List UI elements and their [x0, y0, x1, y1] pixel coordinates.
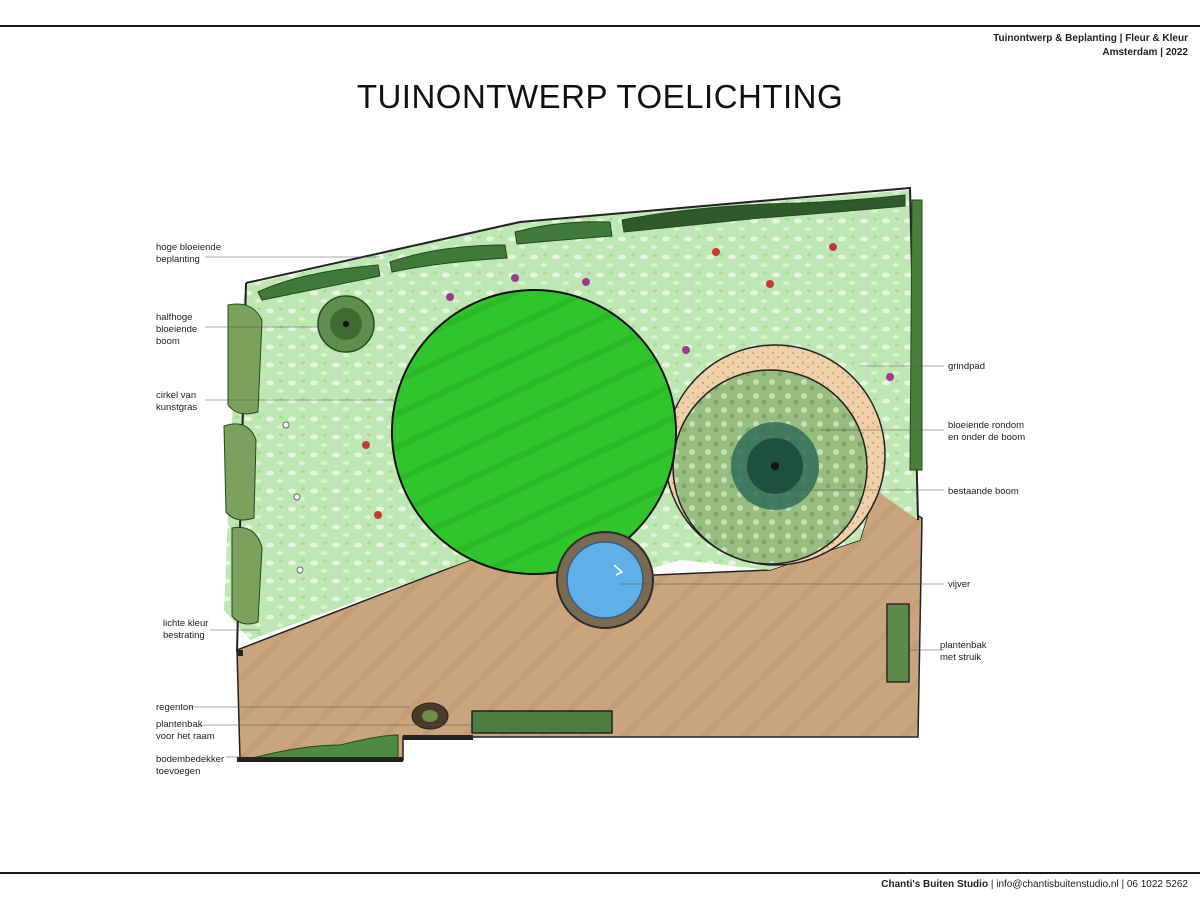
- label-gravel-path: grindpad: [948, 361, 985, 372]
- label-line: hoge bloeiende: [156, 242, 221, 253]
- label-line: bloeiende rondom: [948, 420, 1024, 431]
- label-line: bloeiende: [156, 324, 197, 335]
- label-line: cirkel van: [156, 390, 196, 401]
- header-info: Tuinontwerp & Beplanting | Fleur & Kleur…: [993, 32, 1188, 60]
- label-half-high-tree: halfhoge bloeiende boom: [156, 312, 200, 347]
- footer: Chanti's Buiten Studio | info@chantisbui…: [881, 879, 1188, 890]
- house-wall: [237, 757, 403, 762]
- label-line: en onder de boom: [948, 432, 1025, 443]
- house-wall-step: [403, 735, 473, 740]
- hedge-planting: [223, 194, 923, 625]
- ground-cover: [244, 734, 399, 761]
- window-planter: [471, 710, 613, 734]
- top-rule: [0, 25, 1200, 27]
- footer-contact: | info@chantisbuitenstudio.nl | 06 1022 …: [988, 879, 1188, 890]
- artificial-grass-circle: [391, 289, 677, 575]
- header-line-2: Amsterdam | 2022: [1102, 47, 1188, 58]
- half-high-tree: [317, 295, 375, 353]
- label-flowering-around-tree: bloeiende rondom en onder de boom: [948, 420, 1027, 443]
- existing-tree: [731, 422, 819, 510]
- planter-with-shrub: [886, 603, 910, 683]
- label-high-flowering-planting: hoge bloeiende beplanting: [156, 242, 224, 265]
- label-line: voor het raam: [156, 731, 215, 742]
- label-line: beplanting: [156, 254, 200, 265]
- pond: [556, 531, 654, 629]
- page-title: TUINONTWERP TOELICHTING: [356, 78, 844, 115]
- label-line: halfhoge: [156, 312, 192, 323]
- label-pond: vijver: [948, 579, 970, 590]
- label-line: grindpad: [948, 361, 985, 372]
- label-line: toevoegen: [156, 766, 200, 777]
- label-planter-shrub: plantenbak met struik: [940, 640, 989, 663]
- label-line: bodembedekker: [156, 754, 224, 765]
- label-line: regenton: [156, 702, 194, 713]
- leader-lines: [190, 256, 944, 758]
- label-light-paving: lichte kleur bestrating: [163, 618, 211, 641]
- label-line: bestrating: [163, 630, 205, 641]
- label-ground-cover: bodembedekker toevoegen: [156, 754, 227, 777]
- bottom-rule: [0, 872, 1200, 874]
- label-line: plantenbak: [940, 640, 987, 651]
- label-line: boom: [156, 336, 180, 347]
- label-window-planter: plantenbak voor het raam: [156, 719, 215, 742]
- label-line: kunstgras: [156, 402, 197, 413]
- label-line: lichte kleur: [163, 618, 208, 629]
- label-line: met struik: [940, 652, 981, 663]
- label-line: vijver: [948, 579, 970, 590]
- footer-studio: Chanti's Buiten Studio: [881, 879, 989, 890]
- label-rain-barrel: regenton: [156, 702, 194, 713]
- label-line: bestaande boom: [948, 486, 1019, 497]
- flower-dots: [282, 243, 894, 574]
- label-existing-tree: bestaande boom: [948, 486, 1019, 497]
- label-line: plantenbak: [156, 719, 203, 730]
- rain-barrel: [411, 702, 449, 730]
- header-line-1: Tuinontwerp & Beplanting | Fleur & Kleur: [993, 33, 1188, 44]
- corner-post: [237, 650, 243, 656]
- label-artificial-grass: cirkel van kunstgras: [156, 390, 199, 413]
